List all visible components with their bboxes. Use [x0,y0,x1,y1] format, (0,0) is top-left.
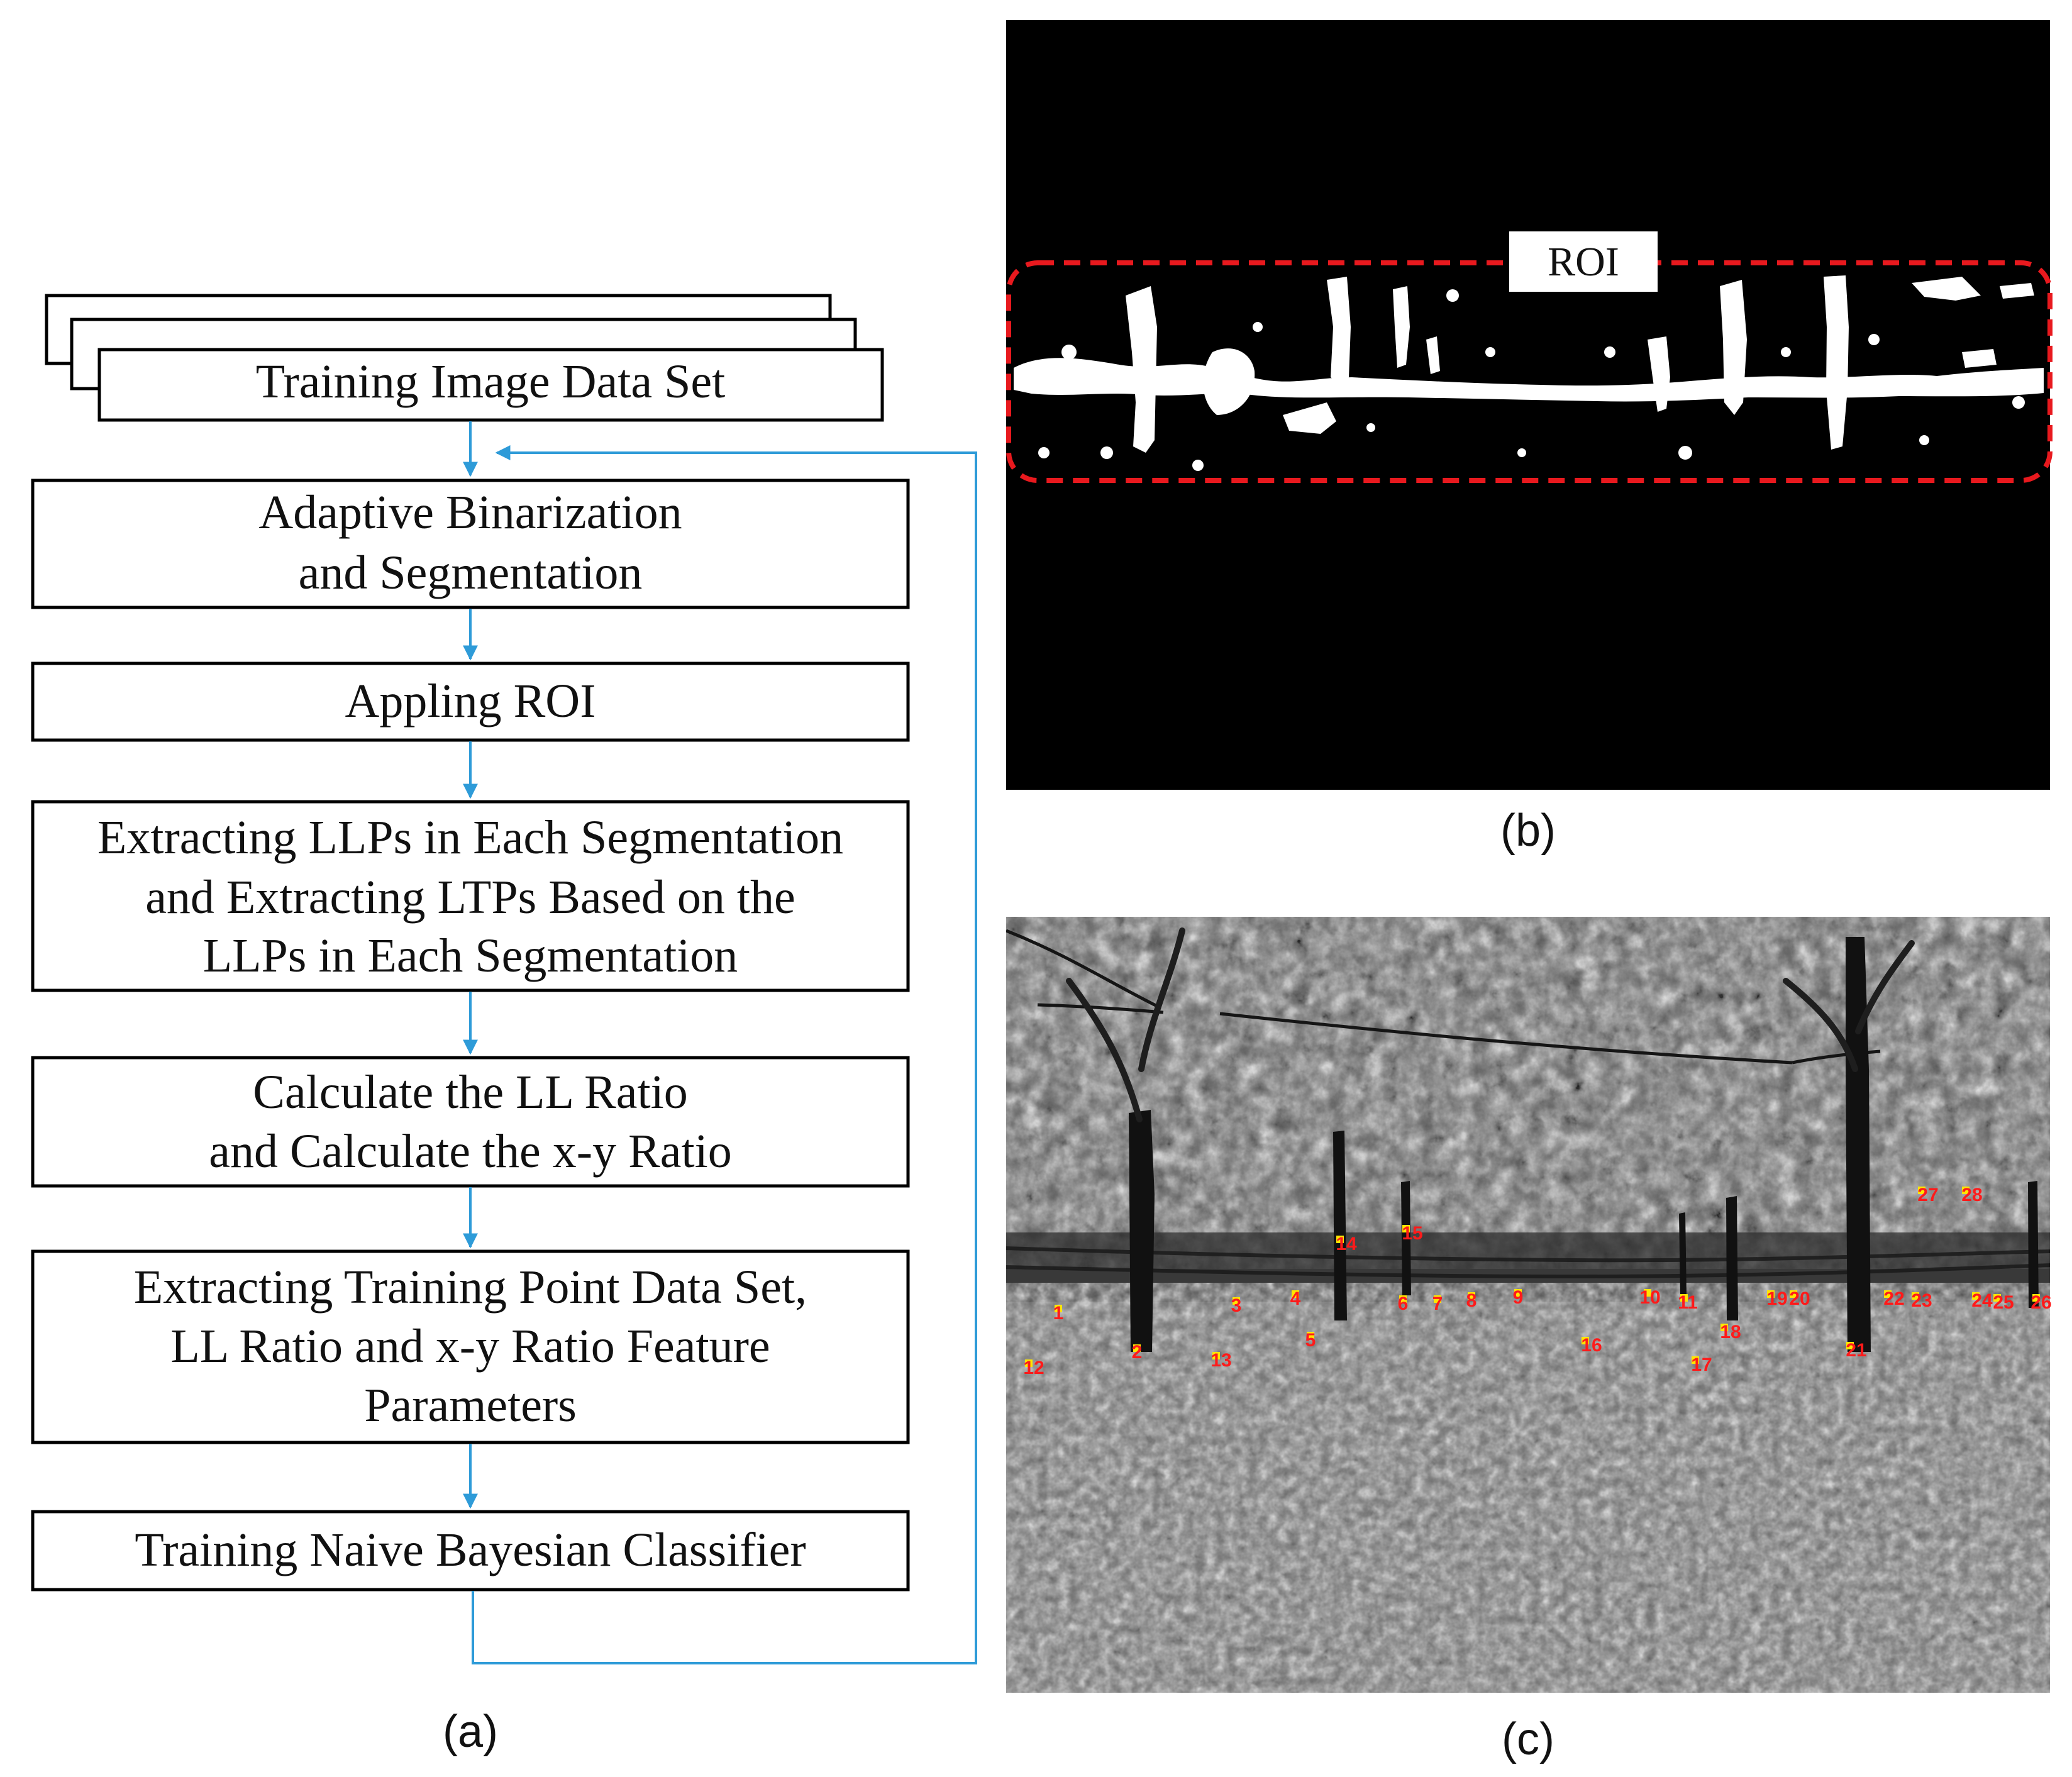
point-28: 28 [1961,1185,1982,1205]
point-22: 22 [1883,1288,1904,1309]
point-15: 15 [1402,1223,1422,1244]
point-11: 11 [1678,1292,1698,1313]
step-adaptive-binarization: Adaptive Binarization and Segmentation [31,479,910,609]
point-label-16: 16 [1581,1335,1602,1356]
point-2: 2 [1132,1342,1143,1363]
caption-c: (c) [1502,1714,1554,1764]
point-16: 16 [1581,1335,1602,1356]
step-3-line-3: LLPs in Each Segmentation [203,929,738,982]
feedback-loop-arrow [472,445,977,1664]
point-19: 19 [1766,1288,1787,1309]
point-label-28: 28 [1961,1185,1982,1205]
step-1-line-2: and Segmentation [299,546,643,599]
point-label-24: 24 [1971,1290,1993,1311]
step-5-line-1: Extracting Training Point Data Set, [134,1261,807,1314]
point-6: 6 [1398,1293,1409,1314]
step-3-line-2: and Extracting LTPs Based on the [145,871,795,924]
point-20: 20 [1789,1288,1810,1309]
point-label-23: 23 [1911,1290,1932,1311]
point-25: 25 [1993,1292,2014,1313]
point-label-17: 17 [1691,1354,1712,1375]
point-label-4: 4 [1290,1288,1301,1309]
point-label-12: 12 [1023,1358,1044,1378]
point-14: 14 [1336,1234,1357,1254]
binarized-image [1006,20,2050,790]
point-9: 9 [1513,1287,1524,1308]
point-23: 23 [1911,1290,1932,1311]
step-5-line-3: Parameters [364,1379,577,1432]
point-label-2: 2 [1132,1342,1143,1363]
detected-points: 1 2 3 4 5 6 7 8 9 10 11 12 13 14 15 16 1… [1023,1185,2051,1378]
point-18: 18 [1720,1322,1741,1342]
caption-b: (b) [1500,805,1556,856]
point-12: 12 [1023,1358,1044,1378]
step-training-naive-bayes: Training Naive Bayesian Classifier [31,1510,910,1592]
point-label-13: 13 [1211,1350,1231,1371]
point-8: 8 [1466,1290,1477,1311]
point-label-11: 11 [1678,1292,1698,1313]
point-1: 1 [1053,1303,1064,1324]
point-27: 27 [1917,1185,1938,1205]
step-6-line-1: Training Naive Bayesian Classifier [135,1524,806,1576]
point-label-9: 9 [1513,1287,1524,1308]
point-label-8: 8 [1466,1290,1477,1311]
step-2-line-1: Appling ROI [345,675,596,728]
binarized-blobs [1014,275,2044,471]
panel-a-flowchart: Training Image Data Set Adaptive Binariz… [31,294,977,1757]
point-17: 17 [1691,1354,1712,1375]
point-label-22: 22 [1883,1288,1904,1309]
point-label-25: 25 [1993,1292,2014,1313]
step-4-line-2: and Calculate the x-y Ratio [209,1125,732,1178]
point-4: 4 [1290,1288,1301,1309]
point-label-10: 10 [1639,1287,1660,1308]
step-applying-roi: Appling ROI [31,662,910,742]
point-3: 3 [1231,1295,1242,1316]
step-5-line-2: LL Ratio and x-y Ratio Feature [170,1320,770,1373]
point-label-1: 1 [1053,1303,1064,1324]
point-26: 26 [2030,1292,2051,1313]
panel-c-orchard-photo: 1 2 3 4 5 6 7 8 9 10 11 12 13 14 15 16 1… [1006,917,2052,1764]
training-dataset-label: Training Image Data Set [256,355,726,408]
step-1-line-1: Adaptive Binarization [258,486,682,539]
step-extracting-llps: Extracting LLPs in Each Segmentation and… [31,800,910,992]
panel-b-binarized-image: ROI (b) [1006,20,2053,856]
point-label-26: 26 [2030,1292,2051,1313]
step-4-line-1: Calculate the LL Ratio [253,1066,688,1119]
roi-label-background [1509,231,1658,292]
orchard-photo [1006,917,2050,1693]
training-dataset-stack: Training Image Data Set [45,294,884,422]
point-label-19: 19 [1766,1288,1787,1309]
point-13: 13 [1211,1350,1231,1371]
point-7: 7 [1432,1293,1443,1314]
point-label-21: 21 [1846,1340,1866,1361]
point-label-27: 27 [1917,1185,1938,1205]
step-extracting-training-points: Extracting Training Point Data Set, LL R… [31,1249,910,1444]
step-calculate-ratios: Calculate the LL Ratio and Calculate the… [31,1056,910,1188]
point-label-3: 3 [1231,1295,1242,1316]
point-label-15: 15 [1402,1223,1422,1244]
caption-a: (a) [443,1707,498,1757]
point-label-5: 5 [1305,1330,1316,1351]
roi-label: ROI [1548,239,1619,285]
point-10: 10 [1639,1287,1660,1308]
point-label-7: 7 [1432,1293,1443,1314]
point-label-14: 14 [1336,1234,1357,1254]
point-5: 5 [1305,1330,1316,1351]
point-24: 24 [1971,1290,1993,1311]
point-label-18: 18 [1720,1322,1741,1342]
point-label-6: 6 [1398,1293,1409,1314]
step-3-line-1: Extracting LLPs in Each Segmentation [97,811,843,864]
point-21: 21 [1846,1340,1866,1361]
point-label-20: 20 [1789,1288,1810,1309]
flow-arrows [463,421,977,1664]
